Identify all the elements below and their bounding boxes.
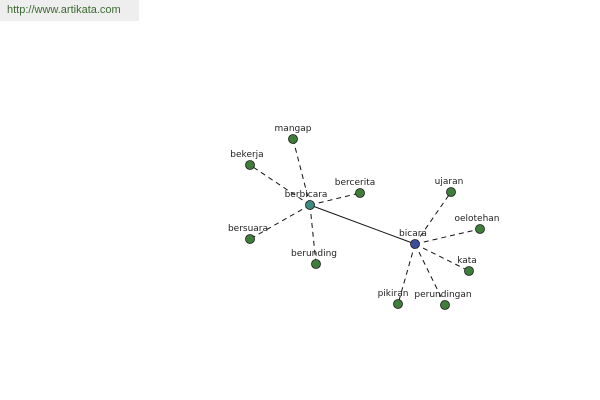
node-label-bercerita[interactable]: bercerita bbox=[335, 178, 375, 188]
node-label-oelotehan[interactable]: oelotehan bbox=[454, 214, 499, 224]
labels: mangap bekerja bercerita bersuara berunding u… bbox=[228, 124, 500, 300]
edge-bicara-ujaran bbox=[414, 191, 452, 245]
edges bbox=[249, 138, 481, 306]
node-bersuara[interactable] bbox=[245, 234, 255, 244]
node-label-bersuara[interactable]: bersuara bbox=[228, 224, 268, 234]
node-bicara[interactable] bbox=[410, 239, 420, 249]
edge-bicara-kata bbox=[414, 243, 470, 272]
node-berbicara[interactable] bbox=[305, 200, 315, 210]
edge-bicara-pikiran bbox=[397, 243, 416, 305]
node-ujaran[interactable] bbox=[446, 187, 456, 197]
edge-berbicara-bekerja bbox=[249, 164, 311, 206]
source-url-link[interactable]: http://www.artikata.com bbox=[7, 4, 121, 16]
nodes bbox=[245, 134, 485, 310]
node-mangap[interactable] bbox=[288, 134, 298, 144]
node-label-bicara[interactable]: bicara bbox=[399, 229, 427, 239]
edge-bicara-perundingan bbox=[414, 243, 446, 306]
node-label-pikiran[interactable]: pikiran bbox=[378, 289, 409, 299]
edge-berbicara-bicara bbox=[309, 204, 416, 245]
node-oelotehan[interactable] bbox=[475, 224, 485, 234]
node-bekerja[interactable] bbox=[245, 160, 255, 170]
edge-bicara-oelotehan bbox=[414, 228, 481, 245]
node-label-kata[interactable]: kata bbox=[457, 256, 477, 266]
edge-berbicara-berunding bbox=[309, 204, 317, 265]
node-label-mangap[interactable]: mangap bbox=[275, 124, 312, 134]
edge-berbicara-bersuara bbox=[249, 204, 311, 240]
edge-berbicara-mangap bbox=[292, 138, 311, 206]
node-berunding[interactable] bbox=[311, 259, 321, 269]
node-label-perundingan[interactable]: perundingan bbox=[414, 290, 471, 300]
node-pikiran[interactable] bbox=[393, 299, 403, 309]
node-bercerita[interactable] bbox=[355, 188, 365, 198]
node-label-ujaran[interactable]: ujaran bbox=[435, 177, 464, 187]
node-label-berbicara[interactable]: berbicara bbox=[285, 190, 328, 200]
node-kata[interactable] bbox=[464, 266, 474, 276]
node-perundingan[interactable] bbox=[440, 300, 450, 310]
node-label-bekerja[interactable]: bekerja bbox=[230, 150, 263, 160]
node-label-berunding[interactable]: berunding bbox=[291, 249, 337, 259]
source-url-bar: http://www.artikata.com bbox=[0, 0, 139, 21]
